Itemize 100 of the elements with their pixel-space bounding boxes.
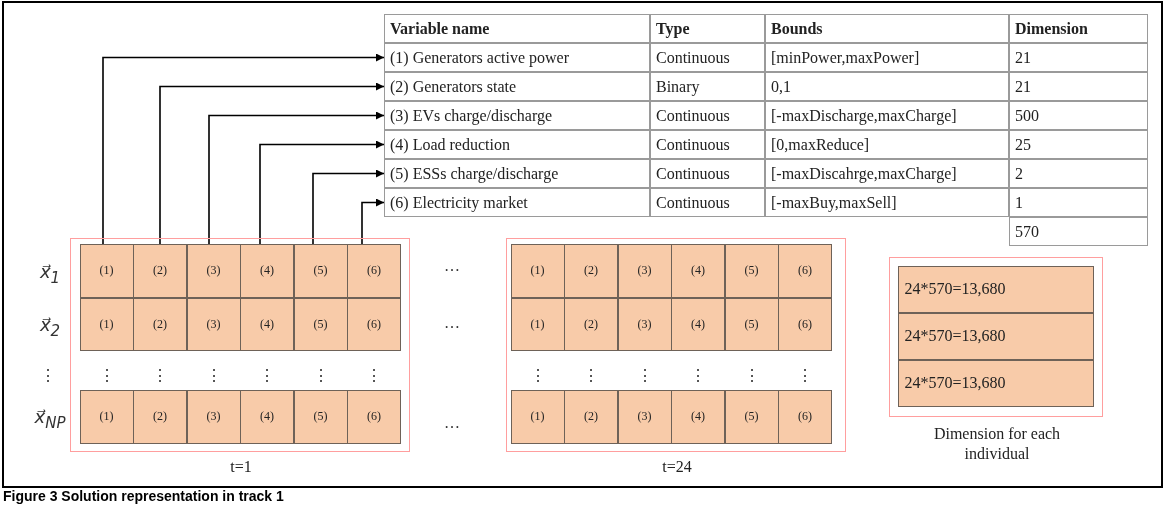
arrow [159,82,385,245]
table-row [384,159,1148,188]
table-cell: (4) Load reduction [384,130,650,159]
row-label: x⃗$_{NP}$ [33,408,67,431]
table-cell: [minPower,maxPower] [765,43,1009,72]
ellipsis: … [443,415,461,431]
table-cell: Continuous [650,130,765,159]
table-cell: [-maxDiscahrge,maxCharge] [765,159,1009,188]
table-cell: Bounds [765,14,1009,43]
arrow [259,140,385,245]
variable-cell: (1) [510,243,565,298]
variable-cell: (3) [186,243,241,298]
variable-cell: (4) [240,389,294,444]
variable-cell: (6) [347,297,401,351]
variable-cell: (4) [240,297,294,351]
variable-cell: (2) [133,243,187,298]
table-cell: Continuous [650,159,765,188]
ellipsis: ⋮ [689,368,708,384]
table-cell: Variable name [384,14,650,43]
ellipsis: ⋮ [151,368,170,384]
variable-cell: (6) [347,243,401,298]
variable-cell: (2) [564,389,618,444]
variable-cell: (5) [724,389,779,444]
variable-cell: (6) [778,389,832,444]
table-cell: (3) EVs charge/discharge [384,101,650,130]
variable-cell: (1) [79,243,134,298]
variable-cell: (3) [186,297,241,351]
variable-cell: (1) [79,297,134,351]
variable-cell: (5) [293,297,348,351]
variable-cell: (4) [671,243,725,298]
table-row [384,188,1148,217]
variable-cell: (3) [617,297,672,351]
ellipsis: ⋮ [365,368,384,384]
table-cell: 21 [1009,43,1148,72]
variable-cell: (1) [510,389,565,444]
variable-cell: (4) [671,389,725,444]
ellipsis: … [443,258,461,274]
table-cell: (6) Electricity market [384,188,650,217]
table-cell: (1) Generators active power [384,43,650,72]
block-caption: Dimension for each individual [932,424,1062,464]
ellipsis: … [443,315,461,331]
ellipsis: ⋮ [39,368,57,384]
variable-cell: (6) [347,389,401,444]
table-cell: Dimension [1009,14,1148,43]
table-cell: [-maxBuy,maxSell] [765,188,1009,217]
table-cell: [0,maxReduce] [765,130,1009,159]
variable-cell: (4) [671,297,725,351]
table-cell: (5) ESSs charge/discharge [384,159,650,188]
block-caption: t=24 [661,457,693,477]
variable-cell: (4) [240,243,294,298]
table-cell: 1 [1009,188,1148,217]
variable-cell: (5) [724,243,779,298]
variable-cell: (2) [564,243,618,298]
table-cell: 570 [1009,217,1148,246]
table-header-row [384,14,1148,43]
block-caption: t=1 [229,457,253,477]
ellipsis: ⋮ [528,368,547,384]
ellipsis: ⋮ [258,368,277,384]
figure-caption: Figure 3 Solution representation in track 1 [3,488,284,504]
variable-cell: (3) [617,243,672,298]
ellipsis: ⋮ [742,368,761,384]
arrow [102,53,385,245]
variable-cell: (5) [724,297,779,351]
row-label: x⃗$_{2}$ [38,316,62,339]
table-cell: 2 [1009,159,1148,188]
table-cell: Continuous [650,101,765,130]
ellipsis: ⋮ [796,368,815,384]
variable-cell: (2) [133,389,187,444]
ellipsis: ⋮ [311,368,330,384]
arrow [312,169,385,245]
table-row [384,130,1148,159]
table-cell: Type [650,14,765,43]
ellipsis: ⋮ [97,368,116,384]
ellipsis: ⋮ [635,368,654,384]
table-row [384,101,1148,130]
variable-cell: (5) [293,389,348,444]
arrow [361,198,385,245]
variable-cell: 24*570=13,680 [897,312,1094,360]
table-row [384,72,1148,101]
variable-cell: (6) [778,243,832,298]
table-cell: 21 [1009,72,1148,101]
variable-cell: (2) [133,297,187,351]
variable-cell: (6) [778,297,832,351]
variable-cell: (1) [79,389,134,444]
variable-cell: (2) [564,297,618,351]
variable-cell: (3) [186,389,241,444]
ellipsis: ⋮ [582,368,601,384]
table-cell: Binary [650,72,765,101]
table-cell: 500 [1009,101,1148,130]
variable-cell: (3) [617,389,672,444]
table-cell: 0,1 [765,72,1009,101]
table-cell: Continuous [650,43,765,72]
row-label: x⃗$_{1}$ [38,263,62,286]
table-cell: 25 [1009,130,1148,159]
arrow [208,111,385,245]
table-cell: (2) Generators state [384,72,650,101]
table-cell: [-maxDischarge,maxCharge] [765,101,1009,130]
variable-cell: (1) [510,297,565,351]
ellipsis: ⋮ [204,368,223,384]
variable-cell: 24*570=13,680 [897,359,1094,407]
